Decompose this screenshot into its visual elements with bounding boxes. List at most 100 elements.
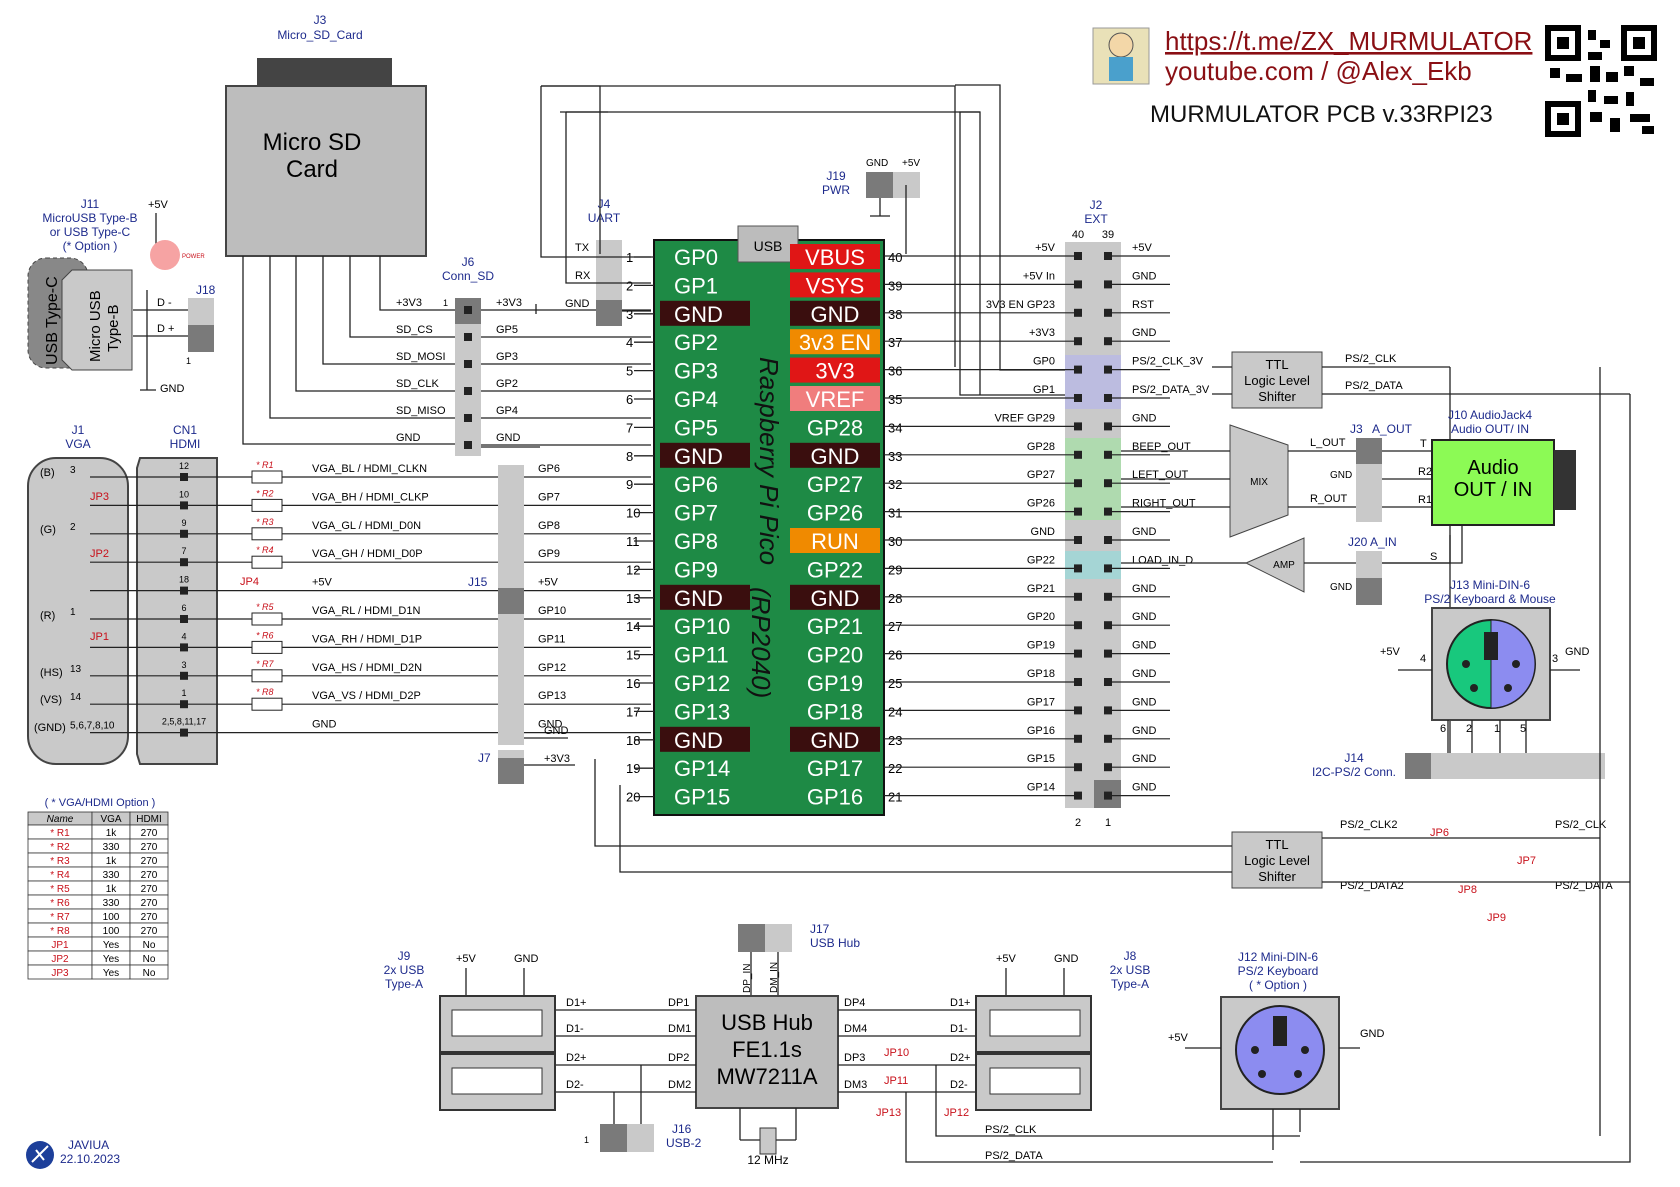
j2-right-label: GND [1132, 270, 1157, 282]
svg-text:DM3: DM3 [844, 1079, 867, 1091]
sd-card-label-1: Micro SD [263, 129, 362, 156]
j6-left-label: +3V3 [396, 297, 422, 309]
ttl-level-shifter-top: TTL Logic Level Shifter PS/2_CLK PS/2_DA… [1212, 351, 1630, 757]
svg-text:GND: GND [1565, 646, 1590, 658]
j2-right-label: GND [1132, 668, 1157, 680]
pico-right-pin-num: 26 [888, 648, 902, 663]
option-table-cell: 270 [141, 926, 158, 937]
j15-j7-headers: J15 J7 +3V3 GND [468, 465, 575, 784]
hdmi-pin: 1 [181, 688, 186, 698]
j2-left-label: GP27 [1027, 469, 1055, 481]
pico-right-pin-label: GP16 [807, 785, 863, 810]
svg-text:J13 Mini-DIN-6: J13 Mini-DIN-6 [1450, 578, 1530, 592]
pico-left-pin-label: GP8 [674, 529, 718, 554]
j2-left-label: +5V [1035, 242, 1056, 254]
svg-text:D -: D - [157, 297, 172, 309]
svg-text:A_OUT: A_OUT [1372, 422, 1413, 436]
svg-text:DP_IN: DP_IN [742, 964, 753, 993]
pico-left-pin-num: 8 [626, 449, 633, 464]
j4-uart: J4 UART TX RX GND [535, 85, 651, 326]
vga-pin: 2 [70, 522, 76, 533]
svg-text:GND: GND [1054, 953, 1079, 965]
svg-text:L_OUT: L_OUT [1310, 437, 1346, 449]
pico-left-pin-num: 13 [626, 591, 640, 606]
pico-left-pin-label: GND [674, 586, 723, 611]
svg-text:J15: J15 [468, 575, 488, 589]
vga-net-label: VGA_HS / HDMI_D2N [312, 662, 422, 674]
pico-right-pin-label: GP26 [807, 501, 863, 526]
pico-left-pin-num: 5 [626, 364, 633, 379]
option-table-cell: No [143, 940, 156, 951]
svg-text:DM4: DM4 [844, 1023, 867, 1035]
svg-text:JP2: JP2 [90, 548, 109, 560]
vga-net-label: VGA_BL / HDMI_CLKN [312, 463, 427, 475]
svg-text:S: S [1430, 551, 1437, 563]
svg-text:JP3: JP3 [90, 491, 109, 503]
vga-net-label: VGA_GL / HDMI_D0N [312, 520, 421, 532]
footer-date: 22.10.2023 [60, 1152, 120, 1166]
vga-net-label: VGA_RL / HDMI_D1N [312, 605, 420, 617]
audio-section: MIX AMP L_OUT R_OUT J3 A_OUT J20 A_IN GN… [1121, 408, 1576, 605]
j2-left-label: GP26 [1027, 498, 1055, 510]
pico-left-pin-label: GP0 [674, 245, 718, 270]
pico-right-pin-num: 29 [888, 562, 902, 577]
resistor-label: * R3 [256, 517, 274, 527]
svg-text:GND: GND [514, 953, 539, 965]
j6-right-label: GP4 [496, 405, 518, 417]
pico-left-pin-num: 2 [626, 278, 633, 293]
pico-right-pin-num: 24 [888, 704, 902, 719]
svg-text:USB Hub: USB Hub [810, 936, 860, 950]
j6-left-label: GND [396, 432, 421, 444]
pico-left-pin-num: 4 [626, 335, 633, 350]
option-table-cell: 270 [141, 842, 158, 853]
svg-text:PS/2_DATA: PS/2_DATA [1345, 380, 1403, 392]
svg-text:2: 2 [1075, 817, 1081, 829]
j6-right-label: +3V3 [496, 297, 522, 309]
pico-right-pin-label: GND [811, 728, 860, 753]
pico-left-pin-num: 20 [626, 790, 640, 805]
svg-text:JP13: JP13 [876, 1107, 901, 1119]
svg-text:Conn_SD: Conn_SD [442, 269, 494, 283]
vga-gp-label: GP6 [538, 463, 560, 475]
j6-left-label: SD_MISO [396, 405, 446, 417]
option-table-cell: 270 [141, 898, 158, 909]
pico-right-pin-label: GND [811, 302, 860, 327]
pico-right-pin-label: GP27 [807, 472, 863, 497]
pico-left-pin-label: GP12 [674, 671, 730, 696]
youtube-link[interactable]: youtube.com / @Alex_Ekb [1165, 56, 1472, 86]
svg-text:PS/2 Keyboard: PS/2 Keyboard [1238, 964, 1319, 978]
j2-right-label: GND [1132, 753, 1157, 765]
sd-card-label-2: Card [286, 156, 338, 183]
pico-right-pin-num: 39 [888, 278, 902, 293]
j2-right-label: +5V [1132, 242, 1153, 254]
option-table-cell: 270 [141, 884, 158, 895]
j2-left-label: +3V3 [1029, 327, 1055, 339]
svg-text:J17: J17 [810, 922, 830, 936]
resistor-label: * R2 [256, 488, 274, 498]
j8-usb-type-a: J8 2x USB Type-A +5V GND [975, 949, 1150, 1111]
j2-left-label: GP16 [1027, 725, 1055, 737]
svg-text:D2-: D2- [566, 1079, 584, 1091]
vga-net-label: VGA_VS / HDMI_D2P [312, 690, 421, 702]
pico-right-pin-num: 21 [888, 790, 902, 805]
j2-left-label: GP1 [1033, 384, 1055, 396]
vga-pin: 13 [70, 664, 82, 675]
j13-mini-din-ps2: J13 Mini-DIN-6 PS/2 Keyboard & Mouse +5V… [1380, 578, 1590, 757]
svg-text:5: 5 [1520, 723, 1526, 735]
option-table-header: VGA [100, 814, 121, 825]
svg-text:Micro USB: Micro USB [87, 290, 104, 362]
svg-text:PS/2_CLK: PS/2_CLK [1345, 353, 1397, 365]
hdmi-pin: 4 [181, 631, 186, 641]
resistor-label: * R4 [256, 545, 274, 555]
pico-left-pin-num: 11 [626, 534, 640, 549]
option-table-cell: 330 [103, 842, 120, 853]
pico-right-pin-label: GP21 [807, 614, 863, 639]
resistor-label: * R8 [256, 687, 274, 697]
j3-name: Micro_SD_Card [277, 28, 362, 42]
telegram-link[interactable]: https://t.me/ZX_MURMULATOR [1165, 26, 1532, 56]
svg-text:USB-2: USB-2 [666, 1136, 702, 1150]
pico-left-pin-label: GP11 [674, 643, 729, 668]
svg-text:J4: J4 [598, 197, 611, 211]
